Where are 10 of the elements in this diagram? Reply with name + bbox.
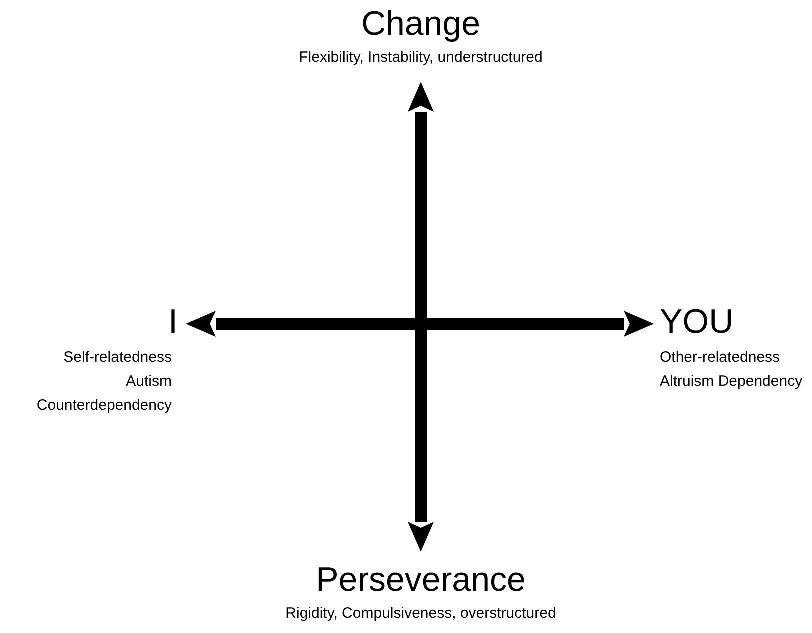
- pole-title: I: [168, 302, 178, 343]
- pole-description: Flexibility, Instability, understructured: [299, 48, 543, 68]
- pole-description: Self-relatedness Autism Counterdependency: [36, 348, 172, 416]
- pole-description: Other-relatedness Altruism Dependency: [660, 348, 804, 392]
- pole-title: Perseverance: [316, 560, 526, 601]
- pole-description: Rigidity, Compulsiveness, overstructured: [286, 604, 556, 624]
- pole-title: Change: [361, 4, 481, 45]
- pole-title: YOU: [660, 302, 734, 343]
- double-arrow: [408, 82, 434, 552]
- double-arrow: [186, 311, 654, 337]
